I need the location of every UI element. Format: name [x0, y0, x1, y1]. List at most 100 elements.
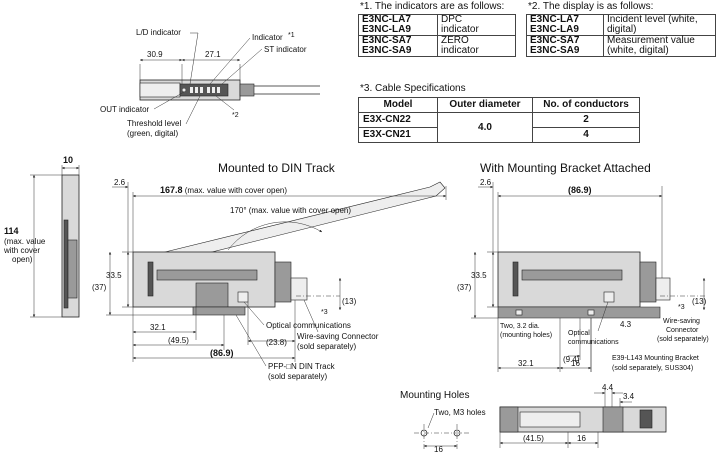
bracket-label: E39-L143 Mounting Bracket: [612, 355, 699, 362]
dim-27-1: 27.1: [205, 50, 221, 59]
mounting-holes-title: Mounting Holes: [400, 390, 469, 401]
dim-16: 16: [577, 434, 586, 443]
indicator-desc: DPC: [441, 14, 463, 25]
dim-32-1: 32.1: [518, 359, 534, 368]
din-track-label: PFP-□N DIN Track: [268, 362, 336, 371]
note-ref-3: *3: [678, 304, 685, 311]
optical-label: Optical: [568, 330, 590, 337]
dim-167-8-note: (max. value with cover open): [183, 186, 288, 195]
bottom-bracket: [602, 406, 624, 433]
dim-2-6: 2.6: [480, 178, 492, 187]
din-panel-strip: [147, 261, 154, 297]
optical-window: [603, 291, 615, 303]
threshold-sub-label: (green, digital): [127, 129, 178, 138]
note-ref-1: *1: [288, 32, 295, 39]
cable-clamp: [239, 83, 255, 97]
dim-13: (13): [692, 297, 707, 306]
m3-holes-label: Two, M3 holes: [434, 408, 486, 417]
display-panel: [179, 83, 229, 97]
dim-16: 16: [571, 359, 580, 368]
dim-13: (13): [342, 297, 357, 306]
model: E3NC-SA9: [530, 45, 580, 56]
bottom-cap: [499, 406, 519, 433]
wire-saving-label: Wire-saving Connector: [297, 332, 379, 341]
dim-2-6: 2.6: [114, 178, 126, 187]
wire-saving-sub: (sold separately): [657, 336, 709, 343]
segment-display: [190, 87, 220, 93]
dim-37: (37): [92, 283, 107, 292]
display-desc: Incident level (white,: [607, 14, 698, 25]
wire-saving-sub: (sold separately): [297, 342, 356, 351]
display-desc: (white, digital): [607, 45, 669, 56]
dim-86-9: (86.9): [210, 348, 234, 358]
model: E3NC-SA7: [530, 35, 580, 46]
dim-86-9: (86.9): [568, 185, 592, 195]
outer-diameter: 4.0: [437, 112, 533, 143]
model: E3NC-LA7: [362, 14, 411, 25]
out-indicator-led: [182, 88, 186, 92]
dim-33-5: 33.5: [106, 271, 122, 280]
dim-9-4: (9.4): [563, 355, 580, 364]
note1-title: *1. The indicators are as follows:: [360, 1, 505, 12]
sensor-top-cover: [139, 82, 181, 98]
dim-3-4: 3.4: [623, 392, 635, 401]
bottom-view: 4.4 3.4 (41.5) 16: [499, 383, 667, 448]
wire-saving-sub: Connector: [666, 327, 699, 334]
dim-114-note: (max. value: [4, 237, 46, 246]
dim-16: 16: [434, 445, 443, 454]
side-panel: [63, 219, 69, 309]
dim-167-8-group: 167.8 (max. value with cover open): [160, 185, 287, 195]
wire-saving-connector: [290, 277, 308, 301]
note3-title: *3. Cable Specifications: [360, 83, 466, 94]
model: E3NC-LA9: [530, 24, 579, 35]
table-row: E3X-CN21 4: [358, 127, 640, 143]
cable-spec-table: Model Outer diameter No. of conductors E…: [358, 97, 640, 143]
dim-49-5: (49.5): [168, 336, 189, 345]
model: E3NC-LA7: [530, 14, 579, 25]
display-desc: Measurement value: [607, 35, 695, 46]
dim-4-4: 4.4: [602, 383, 614, 392]
bracket-view: With Mounting Bracket Attached 2.6 (86.9…: [457, 161, 709, 372]
note2-title: *2. The display is as follows:: [528, 1, 654, 12]
model: E3NC-SA7: [362, 35, 412, 46]
indicator-desc: ZERO: [441, 35, 469, 46]
optical-label: Optical communications: [266, 321, 351, 330]
model: E3NC-LA9: [362, 24, 411, 35]
out-indicator-label: OUT indicator: [100, 105, 150, 114]
dim-114-note: open): [12, 255, 33, 264]
din-title: Mounted to DIN Track: [218, 161, 336, 175]
side-clip: [67, 239, 78, 299]
display-desc: digital): [607, 24, 637, 35]
din-track-view: Mounted to DIN Track 170° (max. value wi…: [92, 161, 447, 381]
model: E3NC-SA9: [362, 45, 412, 56]
dim-114: 114: [4, 226, 19, 236]
threshold-label: Threshold level: [127, 119, 181, 128]
indicator-desc: indicator: [441, 45, 479, 56]
bracket-title: With Mounting Bracket Attached: [480, 161, 651, 175]
st-indicator-label: ST indicator: [264, 45, 307, 54]
dim-114-note: with cover: [3, 246, 40, 255]
indicator-desc: indicator: [441, 24, 479, 35]
mounting-hole: [515, 309, 523, 316]
dim-23-8: (23.8): [266, 338, 287, 347]
dim-41-5: (41.5): [523, 434, 544, 443]
cable-model: E3X-CN21: [358, 127, 438, 143]
indicator-label: Indicator: [252, 33, 283, 42]
holes-sub: (mounting holes): [500, 332, 552, 339]
top-view: 30.9 27.1 L/D indicator Indicator *1 ST …: [100, 28, 320, 138]
dim-37: (37): [457, 283, 472, 292]
din-display: [156, 269, 258, 281]
dim-10: 10: [63, 155, 73, 165]
din-track-rail: [192, 306, 246, 316]
optical-window: [237, 291, 249, 303]
bracket-display: [521, 269, 623, 281]
bottom-panel: [519, 411, 581, 428]
dim-32-1: 32.1: [150, 323, 166, 332]
mounting-bracket: [497, 306, 661, 319]
table-row: E3X-CN22 4.0 2: [358, 112, 640, 143]
